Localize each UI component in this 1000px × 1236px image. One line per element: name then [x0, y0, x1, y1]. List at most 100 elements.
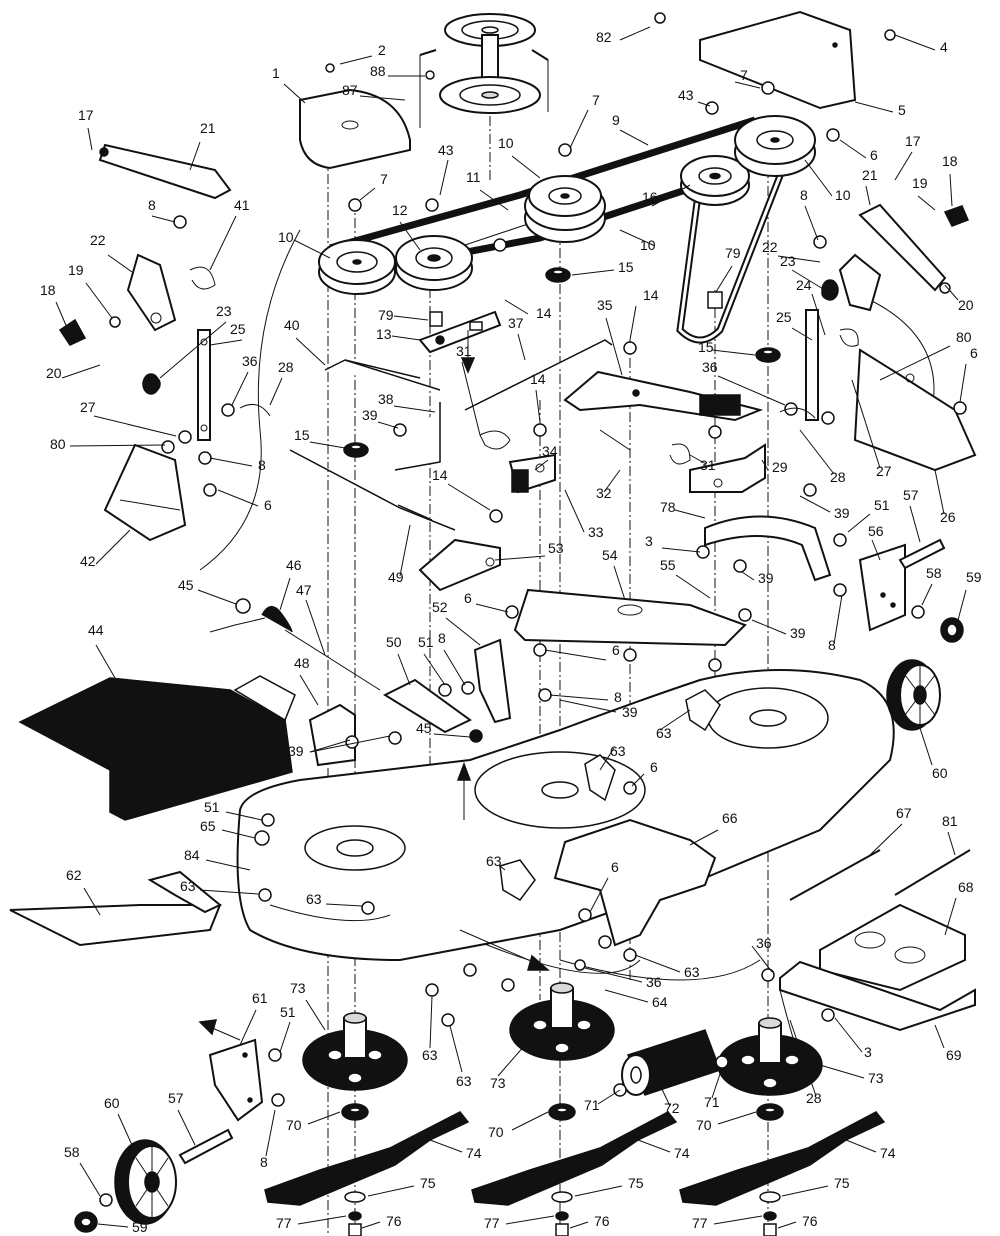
part-callout-58: 58 [926, 565, 942, 581]
part-callout-72: 72 [664, 1100, 680, 1116]
part-callout-65: 65 [200, 818, 216, 834]
part-callout-10: 10 [278, 229, 294, 245]
part-callout-31: 31 [456, 343, 472, 359]
part-callout-18: 18 [942, 153, 958, 169]
part-callout-73: 73 [290, 980, 306, 996]
part-callout-13: 13 [376, 326, 392, 342]
bracket-29 [669, 443, 766, 493]
plate-54 [513, 588, 747, 647]
part-callout-87: 87 [342, 82, 358, 98]
part-callout-63: 63 [180, 878, 196, 894]
part-callout-51: 51 [204, 799, 220, 815]
part-callout-19: 19 [912, 175, 928, 191]
chute-bracket-48 [308, 703, 356, 767]
part-callout-14: 14 [432, 467, 448, 483]
blade-74-right [679, 1111, 886, 1206]
part-callout-63: 63 [610, 743, 626, 759]
part-callout-23: 23 [216, 303, 232, 319]
part-callout-18: 18 [40, 282, 56, 298]
part-callout-21: 21 [200, 120, 216, 136]
part-callout-74: 74 [466, 1145, 482, 1161]
part-callout-17: 17 [78, 107, 94, 123]
part-callout-6: 6 [650, 759, 658, 775]
bar-67 [789, 849, 881, 901]
part-callout-73: 73 [868, 1070, 884, 1086]
part-callout-19: 19 [68, 262, 84, 278]
part-callout-84: 84 [184, 847, 200, 863]
part-callout-54: 54 [602, 547, 618, 563]
part-callout-6: 6 [611, 859, 619, 875]
part-callout-8: 8 [148, 197, 156, 213]
part-callout-78: 78 [660, 499, 676, 515]
part-callout-34: 34 [542, 443, 558, 459]
part-callout-39: 39 [834, 505, 850, 521]
roller-72 [621, 1029, 721, 1096]
blade-washers [344, 1191, 781, 1236]
part-callout-22: 22 [762, 239, 778, 255]
part-callout-88: 88 [370, 63, 386, 79]
pulley-left [318, 239, 396, 295]
part-callout-27: 27 [80, 399, 96, 415]
part-callout-43: 43 [678, 87, 694, 103]
idler-arm-13 [418, 310, 502, 354]
part-callout-59: 59 [132, 1219, 148, 1235]
part-callout-59: 59 [966, 569, 982, 585]
flap-62 [9, 870, 222, 947]
part-callout-39: 39 [362, 407, 378, 423]
part-callout-62: 62 [66, 867, 82, 883]
part-callout-21: 21 [862, 167, 878, 183]
part-callout-1: 1 [272, 65, 280, 81]
part-callout-63: 63 [456, 1073, 472, 1089]
part-callout-76: 76 [386, 1213, 402, 1229]
wheel-60-left [114, 1139, 177, 1225]
part-callout-15: 15 [618, 259, 634, 275]
part-callout-45: 45 [178, 577, 194, 593]
hanger-25-left [197, 329, 211, 441]
part-callout-28: 28 [806, 1090, 822, 1106]
part-callout-69: 69 [946, 1047, 962, 1063]
part-callout-74: 74 [880, 1145, 896, 1161]
part-callout-82: 82 [596, 29, 612, 45]
bracket-22-left [126, 253, 177, 332]
part-callout-4: 4 [940, 39, 948, 55]
hanger-25-right [805, 309, 819, 421]
part-callout-77: 77 [692, 1215, 708, 1231]
spindle-73-right [717, 1017, 823, 1096]
part-callout-60: 60 [932, 765, 948, 781]
idler-pulley-16 [680, 155, 750, 206]
part-callout-79: 79 [378, 307, 394, 323]
part-callout-5: 5 [898, 102, 906, 118]
part-callout-6: 6 [870, 147, 878, 163]
discharge-chute-44 [18, 675, 296, 821]
part-callout-8: 8 [828, 637, 836, 653]
part-callout-71: 71 [584, 1097, 600, 1113]
part-callout-39: 39 [622, 704, 638, 720]
part-callout-11: 11 [466, 169, 481, 185]
part-callout-10: 10 [640, 237, 656, 253]
part-callout-36: 36 [646, 974, 662, 990]
part-callout-7: 7 [380, 171, 388, 187]
part-callout-25: 25 [230, 321, 246, 337]
part-callout-79: 79 [725, 245, 741, 261]
bracket-33 [418, 538, 501, 592]
part-callout-36: 36 [242, 353, 258, 369]
part-callout-37: 37 [508, 315, 524, 331]
part-callout-14: 14 [530, 371, 546, 387]
part-callout-77: 77 [276, 1215, 292, 1231]
part-callout-51: 51 [418, 634, 434, 650]
part-callout-70: 70 [286, 1117, 302, 1133]
pulley-cover-part-1 [299, 88, 411, 170]
part-callout-2: 2 [378, 42, 386, 58]
part-callout-17: 17 [905, 133, 921, 149]
part-callout-32: 32 [596, 485, 612, 501]
part-callout-14: 14 [643, 287, 659, 303]
part-callout-28: 28 [830, 469, 846, 485]
part-callout-33: 33 [588, 524, 604, 540]
part-callout-31: 31 [700, 457, 716, 473]
part-callout-77: 77 [484, 1215, 500, 1231]
idler-pulley-12 [395, 235, 473, 291]
part-callout-3: 3 [645, 533, 653, 549]
part-callout-8: 8 [258, 457, 266, 473]
part-callout-76: 76 [802, 1213, 818, 1229]
part-callout-75: 75 [628, 1175, 644, 1191]
